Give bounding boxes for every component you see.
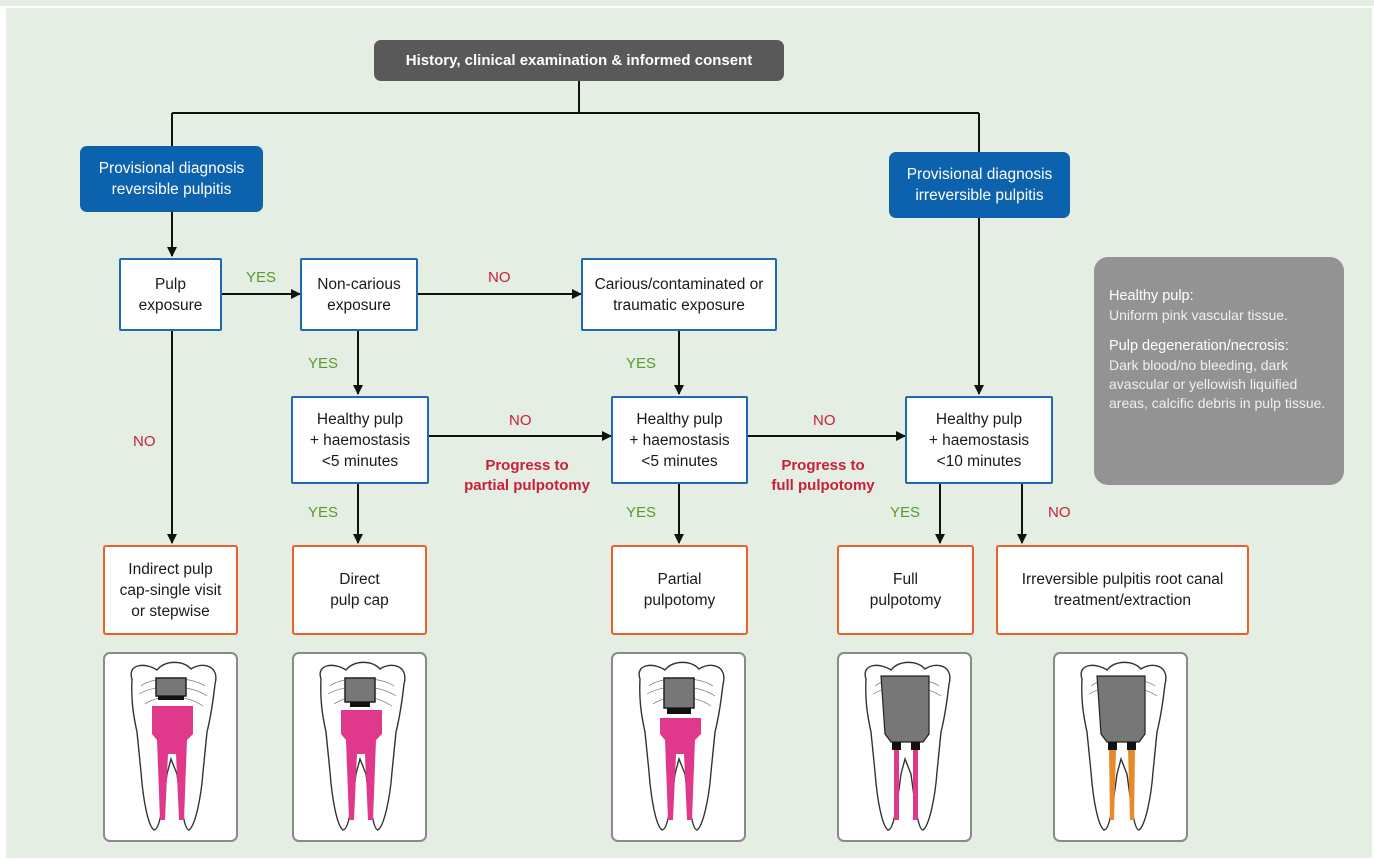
label-yes-carious: YES: [626, 355, 657, 372]
top-band: [0, 0, 1374, 6]
outcome-indirect-box: Indirect pulp cap-single visit or stepwi…: [103, 545, 238, 635]
carious-box: Carious/contaminated or traumatic exposu…: [581, 258, 777, 331]
label-no-h10: NO: [1048, 504, 1071, 521]
label-no-noncarious: NO: [488, 269, 511, 286]
legend-healthy-title: Healthy pulp:: [1109, 288, 1194, 304]
label-yes-noncarious: YES: [308, 355, 339, 372]
legend-healthy-text: Uniform pink vascular tissue.: [1109, 307, 1288, 323]
outcome-full-box: Full pulpotomy: [837, 545, 974, 635]
healthy-pulp-10-box: Healthy pulp + haemostasis <10 minutes: [905, 396, 1053, 484]
provisional-reversible-box: Provisional diagnosis reversible pulpiti…: [80, 146, 263, 212]
tooth-illustration-direct: [292, 652, 427, 842]
tooth-illustration-full: [837, 652, 972, 842]
label-yes-h5b: YES: [626, 504, 657, 521]
label-progress-full: Progress to full pulpotomy: [771, 457, 875, 494]
tooth-illustration-indirect: [103, 652, 238, 842]
tooth-illustration-root-canal: [1053, 652, 1188, 842]
label-yes-h5a: YES: [308, 504, 339, 521]
pulp-exposure-box: Pulp exposure: [119, 258, 222, 331]
tooth-illustration-partial: [611, 652, 746, 842]
healthy-pulp-5-a-box: Healthy pulp + haemostasis <5 minutes: [291, 396, 429, 484]
outcome-direct-box: Direct pulp cap: [292, 545, 427, 635]
legend-degeneration-text: Dark blood/no bleeding, dark avascular o…: [1109, 357, 1326, 411]
label-yes-exposure: YES: [246, 269, 277, 286]
outcome-irreversible-box: Irreversible pulpitis root canal treatme…: [996, 545, 1249, 635]
label-no-exposure: NO: [133, 433, 156, 450]
non-carious-box: Non-carious exposure: [300, 258, 418, 331]
label-no-h5a: NO: [509, 412, 532, 429]
outcome-partial-box: Partial pulpotomy: [611, 545, 748, 635]
label-no-h5b: NO: [813, 412, 836, 429]
legend-degeneration-title: Pulp degeneration/necrosis:: [1109, 338, 1289, 354]
label-progress-partial: Progress to partial pulpotomy: [464, 457, 590, 494]
pulp-legend-box: Healthy pulp: Uniform pink vascular tiss…: [1094, 257, 1344, 485]
healthy-pulp-5-b-box: Healthy pulp + haemostasis <5 minutes: [611, 396, 748, 484]
provisional-irreversible-box: Provisional diagnosis irreversible pulpi…: [889, 152, 1070, 218]
header-box: History, clinical examination & informed…: [374, 40, 784, 81]
label-yes-h10: YES: [890, 504, 921, 521]
